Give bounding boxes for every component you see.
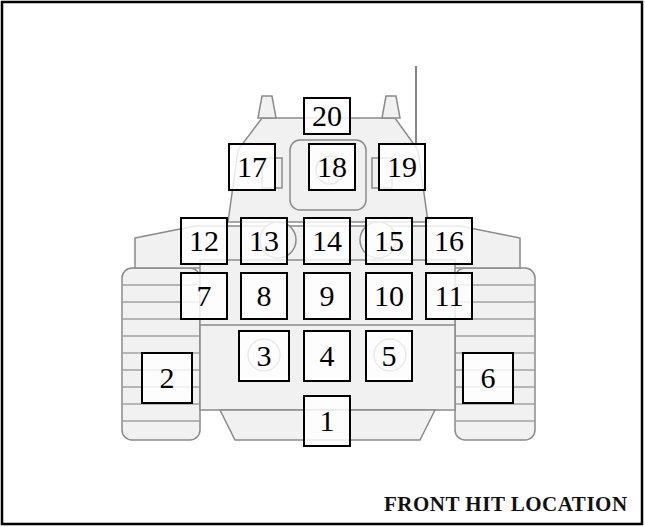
location-number: 17 <box>237 152 267 182</box>
location-number: 15 <box>374 226 404 256</box>
location-number: 1 <box>320 406 335 436</box>
hit-location-box: 17 <box>228 143 276 191</box>
hit-location-box: 1 <box>303 395 351 447</box>
hit-location-box: 2 <box>141 352 193 404</box>
location-number: 13 <box>249 226 279 256</box>
location-number: 16 <box>434 226 464 256</box>
hit-location-box: 15 <box>365 217 413 265</box>
location-number: 12 <box>189 226 219 256</box>
hit-location-box: 20 <box>303 97 351 135</box>
hit-location-box: 12 <box>180 217 228 265</box>
location-number: 11 <box>435 281 464 311</box>
hit-location-box: 11 <box>425 272 473 320</box>
hit-location-box: 7 <box>180 272 228 320</box>
hit-location-box: 10 <box>365 272 413 320</box>
hit-location-box: 8 <box>240 272 288 320</box>
location-number: 9 <box>320 281 335 311</box>
hit-location-box: 19 <box>378 143 426 191</box>
hit-location-box: 16 <box>425 217 473 265</box>
hit-location-box: 3 <box>238 330 290 382</box>
location-number: 8 <box>257 281 272 311</box>
hit-location-box: 5 <box>365 330 413 382</box>
hit-location-box: 6 <box>462 352 514 404</box>
hit-location-box: 13 <box>240 217 288 265</box>
tank-drawing <box>122 66 535 440</box>
caption: FRONT HIT LOCATION <box>384 492 628 517</box>
location-number: 3 <box>257 341 272 371</box>
location-number: 18 <box>317 152 347 182</box>
location-number: 7 <box>197 281 212 311</box>
location-number: 6 <box>481 363 496 393</box>
location-number: 10 <box>374 281 404 311</box>
location-number: 4 <box>320 341 335 371</box>
location-number: 2 <box>160 363 175 393</box>
location-number: 14 <box>312 226 342 256</box>
hit-location-box: 9 <box>303 272 351 320</box>
hit-location-box: 14 <box>303 217 351 265</box>
hit-location-box: 18 <box>308 143 356 191</box>
location-number: 5 <box>382 341 397 371</box>
location-number: 19 <box>387 152 417 182</box>
location-number: 20 <box>312 101 342 131</box>
hit-location-box: 4 <box>303 330 351 382</box>
